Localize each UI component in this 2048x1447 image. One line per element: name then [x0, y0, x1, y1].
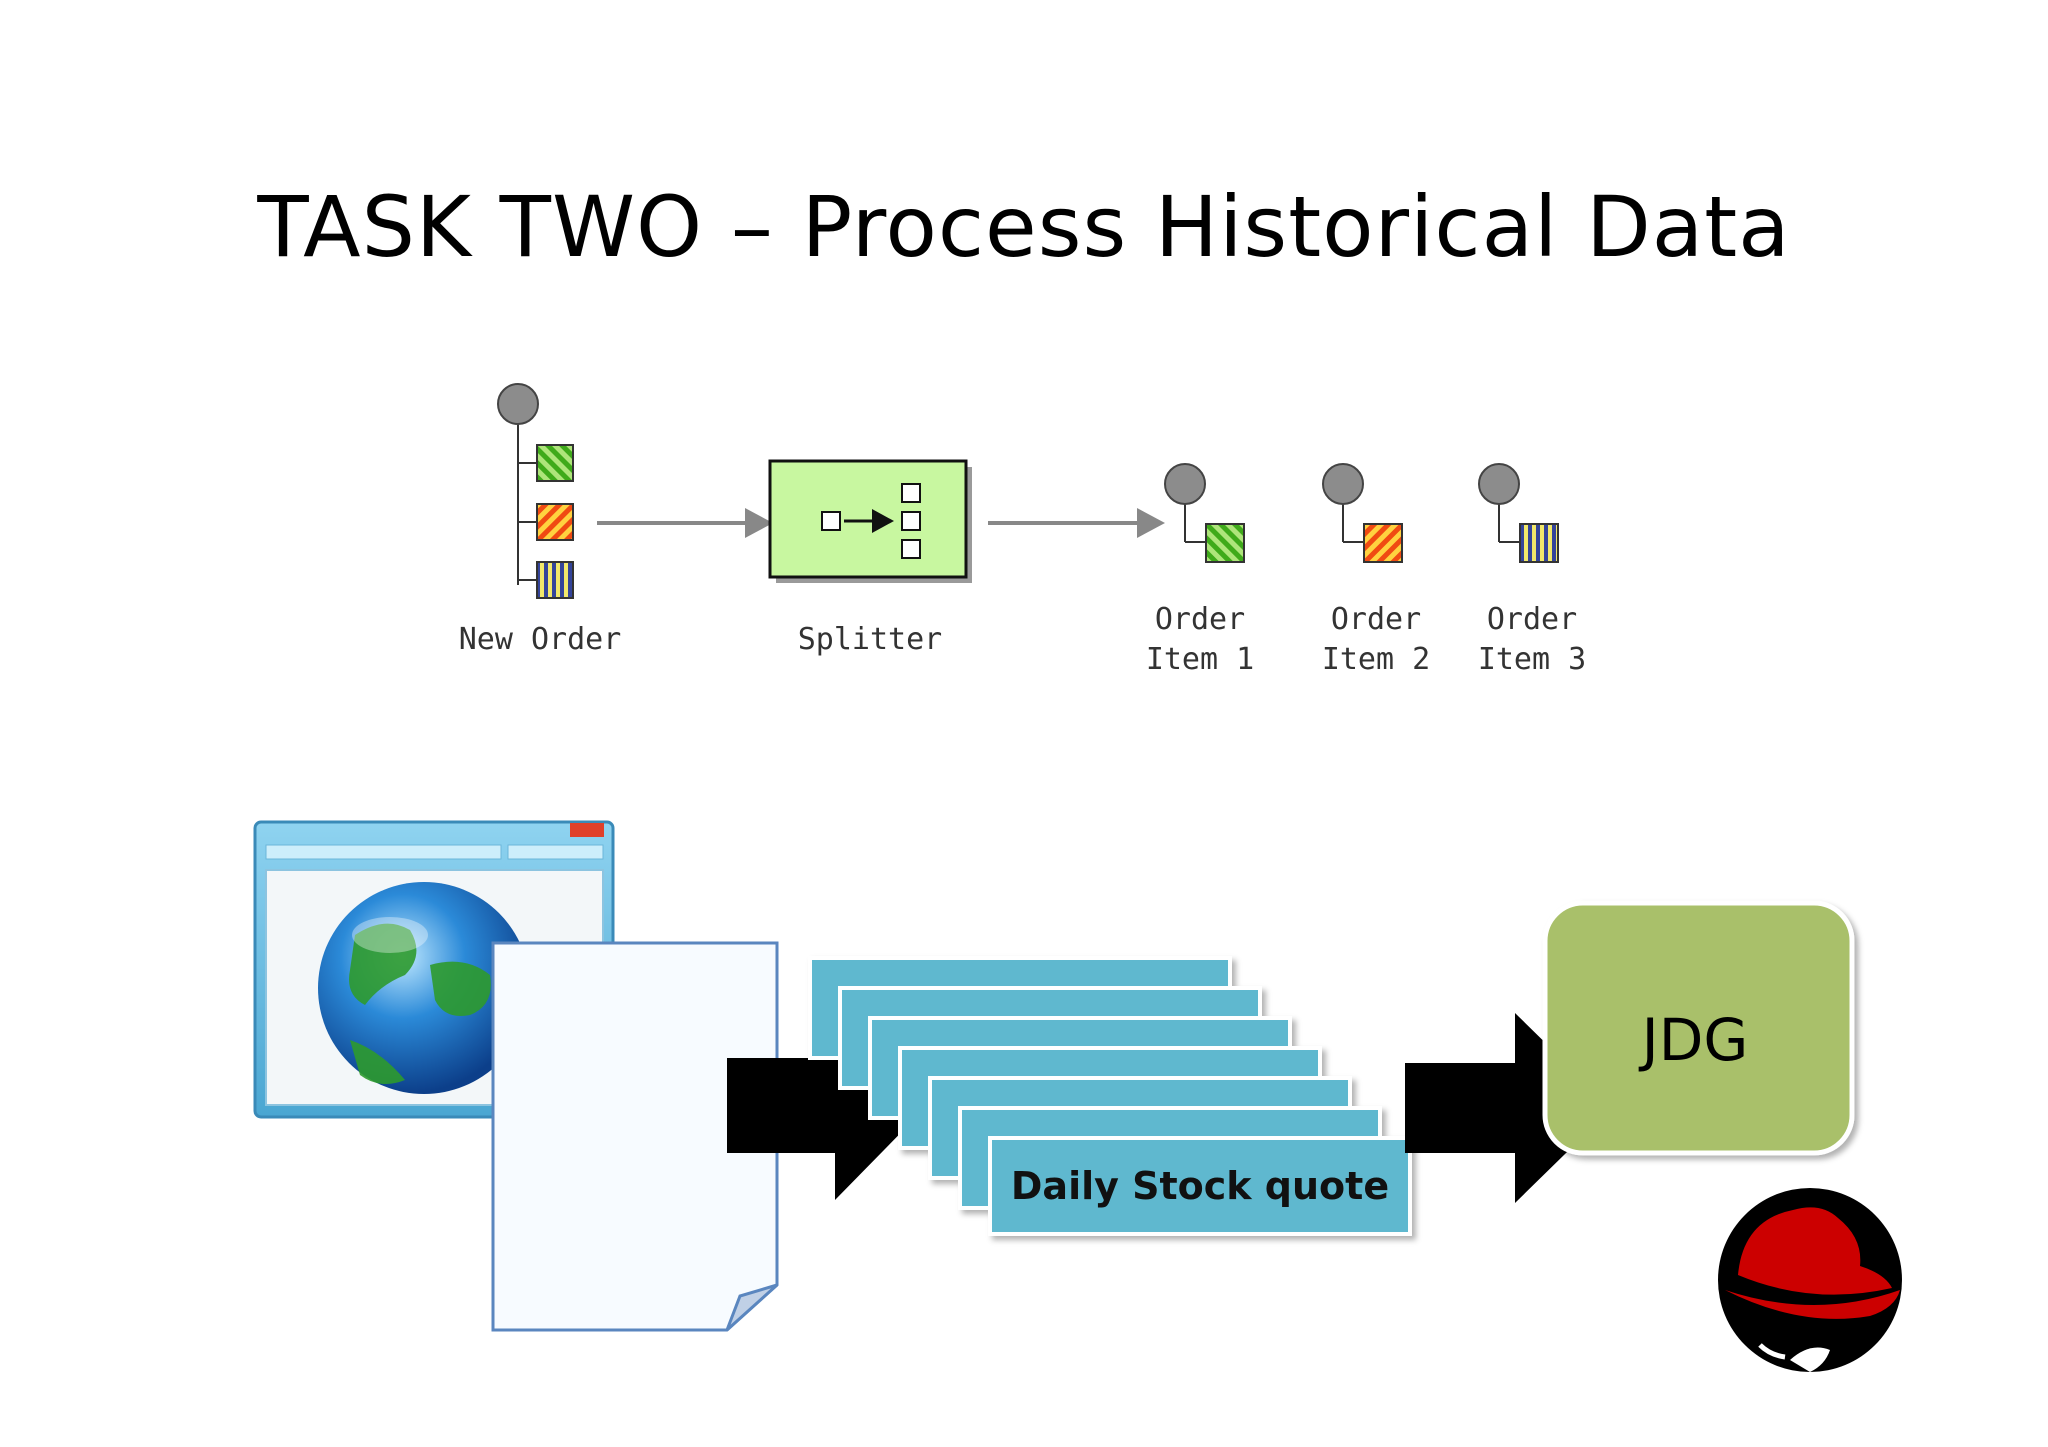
green-part-icon	[536, 444, 574, 482]
arrow-to-splitter	[597, 508, 773, 538]
front-quote-card	[988, 1136, 1412, 1236]
splitter-label: Splitter	[797, 622, 943, 657]
quote-card-stack	[808, 956, 1412, 1236]
new-order-label: New Order	[458, 622, 622, 657]
blue-part-icon	[536, 561, 574, 599]
order-item-1-label: Order Item 1	[1130, 600, 1270, 680]
jdg-label: JDG	[1641, 1006, 1749, 1074]
splitter-input-icon	[821, 511, 841, 531]
green-part-icon	[1205, 523, 1245, 563]
splitter-box	[768, 459, 972, 583]
orange-part-icon	[536, 503, 574, 541]
order-item-3-line2: Item 3	[1477, 642, 1587, 677]
message-header-icon	[497, 383, 539, 425]
order-item-3-line1: Order	[1486, 602, 1578, 637]
quote-card-label: Daily Stock quote	[1010, 1164, 1390, 1208]
slide-title: TASK TWO – Process Historical Data	[257, 178, 1791, 276]
order-item-1-line2: Item 1	[1145, 642, 1255, 677]
order-item-1-message	[1164, 463, 1245, 563]
jdg-box	[1542, 900, 1855, 1156]
order-item-3-label: Order Item 3	[1462, 600, 1602, 680]
document-icon	[491, 941, 779, 1332]
order-item-2-line1: Order	[1330, 602, 1422, 637]
order-item-2-line2: Item 2	[1321, 642, 1431, 677]
arrow-to-items	[988, 508, 1165, 538]
order-item-2-message	[1322, 463, 1403, 563]
order-item-3-message	[1478, 463, 1559, 563]
new-order-message	[497, 383, 574, 599]
order-item-2-label: Order Item 2	[1306, 600, 1446, 680]
blue-part-icon	[1519, 523, 1559, 563]
order-item-1-line1: Order	[1154, 602, 1246, 637]
orange-part-icon	[1363, 523, 1403, 563]
redhat-logo	[1718, 1188, 1902, 1372]
globe-browser-icon	[253, 820, 615, 1119]
